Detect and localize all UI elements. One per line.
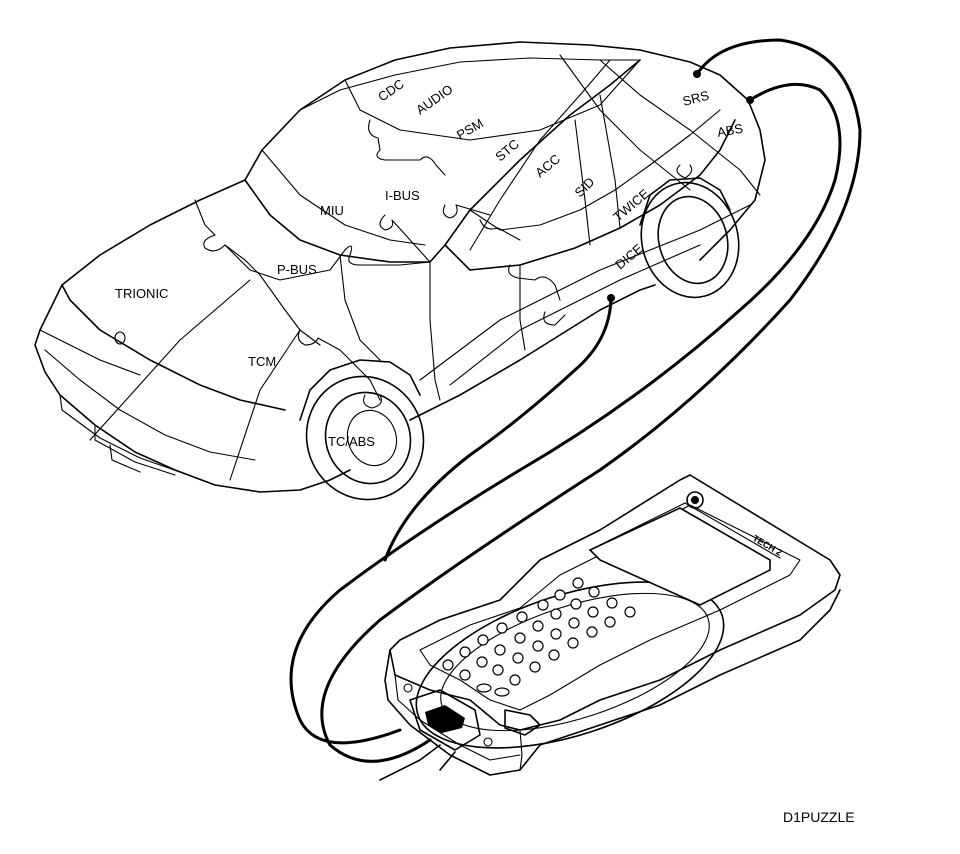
connector-dot-dice [607,294,615,302]
front-wheel [299,359,425,501]
tool-keypad [442,577,636,697]
cable-rear-inner [289,82,842,745]
connector-dot-abs [746,96,754,104]
label-abs: ABS [716,121,745,140]
label-i-bus: I-BUS [385,188,420,203]
label-tc-abs: TC/ABS [328,434,375,449]
tool-connector [379,683,493,781]
car-outline [34,41,766,493]
cable-rear-outer [320,38,862,763]
cable-dice [383,296,613,562]
figure-caption: D1PUZZLE [783,809,855,825]
puzzle-lines [89,54,761,481]
label-cdc: CDC [375,76,407,104]
label-srs: SRS [681,87,711,108]
label-stc: STC [492,136,522,164]
tool-screen [588,507,771,606]
label-sid: SID [572,174,598,200]
label-trionic: TRIONIC [115,286,168,301]
label-dice: DICE [612,241,646,273]
connector-dot-srs [693,70,701,78]
diagnostic-cables [289,38,862,763]
label-audio: AUDIO [413,82,455,118]
diagnostic-tool: TECH 2 [379,474,841,781]
label-tcm: TCM [248,354,276,369]
label-miu: MIU [320,203,344,218]
label-acc: ACC [532,151,563,180]
label-p-bus: P-BUS [277,262,317,277]
logo-icon [686,491,704,509]
